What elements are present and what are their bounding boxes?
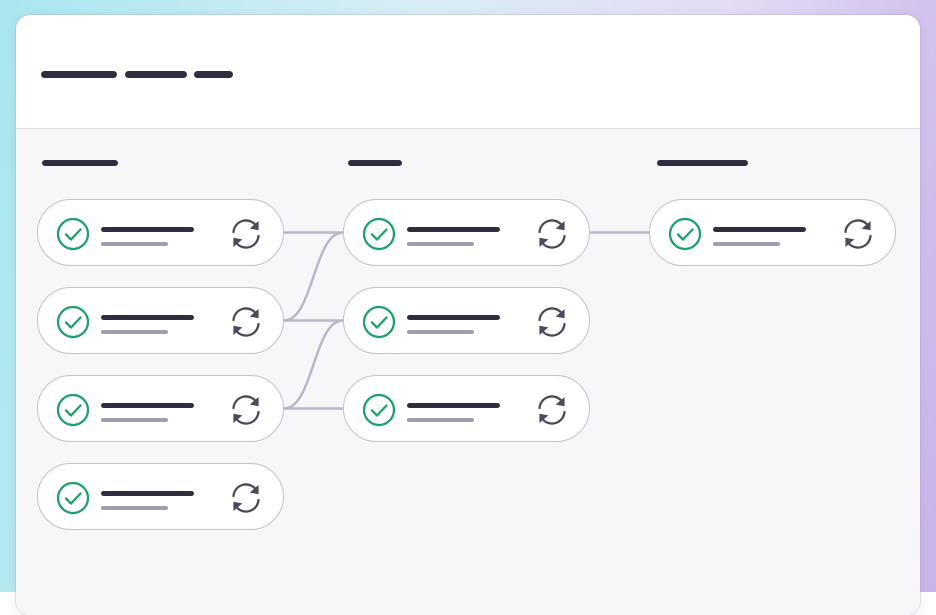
refresh-icon[interactable] [534,216,570,252]
node-title-placeholder [407,227,500,232]
pipeline-node-n1-4[interactable] [37,463,284,530]
refresh-icon[interactable] [534,392,570,428]
connector-n1-2-n2-1 [283,231,344,322]
pipeline-node-n2-3[interactable] [343,375,590,442]
check-circle-icon [56,305,90,339]
pipeline-node-n1-2[interactable] [37,287,284,354]
refresh-icon[interactable] [534,304,570,340]
node-subtitle-placeholder [101,330,168,334]
node-subtitle-placeholder [407,242,474,246]
check-circle-icon [56,481,90,515]
node-title-placeholder [407,403,500,408]
check-circle-icon [362,393,396,427]
title-placeholder-2 [125,71,187,78]
node-title-placeholder [101,403,194,408]
node-subtitle-placeholder [407,330,474,334]
connector-n1-3-n2-2 [283,319,344,410]
refresh-icon[interactable] [228,216,264,252]
node-title-placeholder [101,315,194,320]
check-circle-icon [362,305,396,339]
refresh-icon[interactable] [228,480,264,516]
column-heading-2 [348,160,402,166]
refresh-icon[interactable] [228,304,264,340]
node-title-placeholder [407,315,500,320]
node-subtitle-placeholder [101,418,168,422]
node-title-placeholder [713,227,806,232]
pipeline-node-n1-1[interactable] [37,199,284,266]
check-circle-icon [56,393,90,427]
pipeline-node-n1-3[interactable] [37,375,284,442]
node-subtitle-placeholder [407,418,474,422]
pipeline-node-n2-2[interactable] [343,287,590,354]
column-heading-3 [657,160,748,166]
title-placeholder-3 [194,71,233,78]
node-title-placeholder [101,227,194,232]
title-placeholder-1 [41,71,117,78]
check-circle-icon [668,217,702,251]
node-title-placeholder [101,491,194,496]
window-header [16,15,920,129]
check-circle-icon [362,217,396,251]
node-subtitle-placeholder [713,242,780,246]
column-heading-1 [42,160,118,166]
check-circle-icon [56,217,90,251]
node-subtitle-placeholder [101,506,168,510]
refresh-icon[interactable] [840,216,876,252]
pipeline-node-n2-1[interactable] [343,199,590,266]
pipeline-node-n3-1[interactable] [649,199,896,266]
pipeline-window [16,15,920,615]
refresh-icon[interactable] [228,392,264,428]
node-subtitle-placeholder [101,242,168,246]
